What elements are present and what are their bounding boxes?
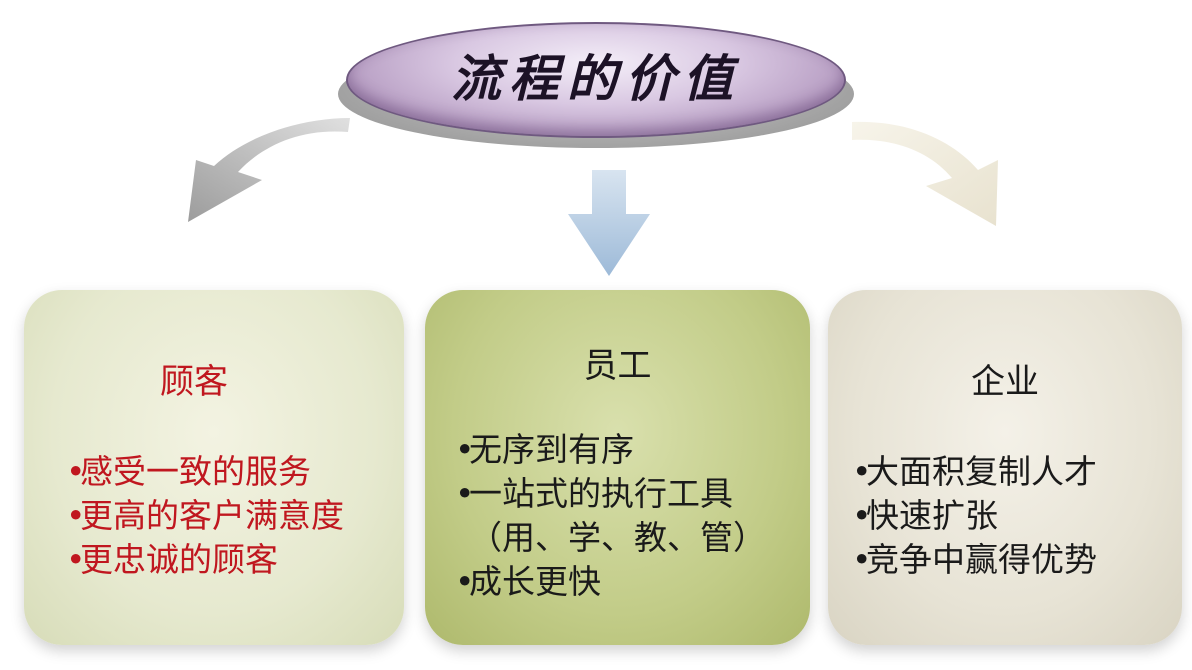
customer-heading: 顾客 bbox=[160, 362, 228, 402]
list-item: •更忠诚的顾客 bbox=[66, 538, 344, 582]
enterprise-box: 企业 •大面积复制人才 •快速扩张 •竞争中赢得优势 bbox=[828, 290, 1182, 645]
list-item-text: 无序到有序 bbox=[469, 430, 634, 469]
list-item: •一站式的执行工具 bbox=[455, 472, 766, 516]
list-item: •无序到有序 bbox=[455, 428, 766, 472]
list-item: •竞争中赢得优势 bbox=[852, 538, 1097, 582]
employee-heading: 员工 bbox=[583, 346, 652, 386]
list-item-text: 更忠诚的顾客 bbox=[80, 540, 278, 579]
arrow-middle bbox=[568, 170, 650, 276]
list-item-text: 快速扩张 bbox=[866, 496, 998, 535]
enterprise-list: •大面积复制人才 •快速扩张 •竞争中赢得优势 bbox=[852, 450, 1097, 582]
title-ellipse-group: 流程的价值 bbox=[330, 14, 860, 154]
arrow-left bbox=[188, 118, 350, 222]
bullet: • bbox=[852, 452, 872, 491]
bullet: • bbox=[66, 452, 86, 491]
title-ellipse: 流程的价值 bbox=[346, 22, 846, 138]
list-item-text: 竞争中赢得优势 bbox=[866, 540, 1097, 579]
list-item-text: 一站式的执行工具 bbox=[469, 474, 733, 513]
list-item-text: 更高的客户满意度 bbox=[80, 496, 344, 535]
list-item: •感受一致的服务 bbox=[66, 450, 344, 494]
bullet: • bbox=[66, 496, 86, 535]
diagram-title: 流程的价值 bbox=[451, 50, 741, 108]
list-item: （用、学、教、管） bbox=[455, 516, 766, 560]
employee-list: •无序到有序 •一站式的执行工具 （用、学、教、管） •成长更快 bbox=[455, 428, 766, 604]
bullet: • bbox=[455, 562, 475, 601]
customer-box: 顾客 •感受一致的服务 •更高的客户满意度 •更忠诚的顾客 bbox=[24, 290, 404, 645]
list-item-text: 大面积复制人才 bbox=[866, 452, 1097, 491]
bullet: • bbox=[66, 540, 86, 579]
bullet: • bbox=[852, 496, 872, 535]
list-item: •更高的客户满意度 bbox=[66, 494, 344, 538]
list-item: •成长更快 bbox=[455, 560, 766, 604]
list-item: •快速扩张 bbox=[852, 494, 1097, 538]
customer-list: •感受一致的服务 •更高的客户满意度 •更忠诚的顾客 bbox=[66, 450, 344, 582]
bullet: • bbox=[455, 430, 475, 469]
employee-box: 员工 •无序到有序 •一站式的执行工具 （用、学、教、管） •成长更快 bbox=[425, 290, 810, 645]
list-item-text: 成长更快 bbox=[469, 562, 601, 601]
arrow-right bbox=[852, 121, 998, 226]
bullet: • bbox=[455, 474, 475, 513]
list-item-text: 感受一致的服务 bbox=[80, 452, 311, 491]
enterprise-heading: 企业 bbox=[971, 362, 1039, 402]
bullet: • bbox=[852, 540, 872, 579]
list-item-text: （用、学、教、管） bbox=[469, 518, 766, 557]
list-item: •大面积复制人才 bbox=[852, 450, 1097, 494]
